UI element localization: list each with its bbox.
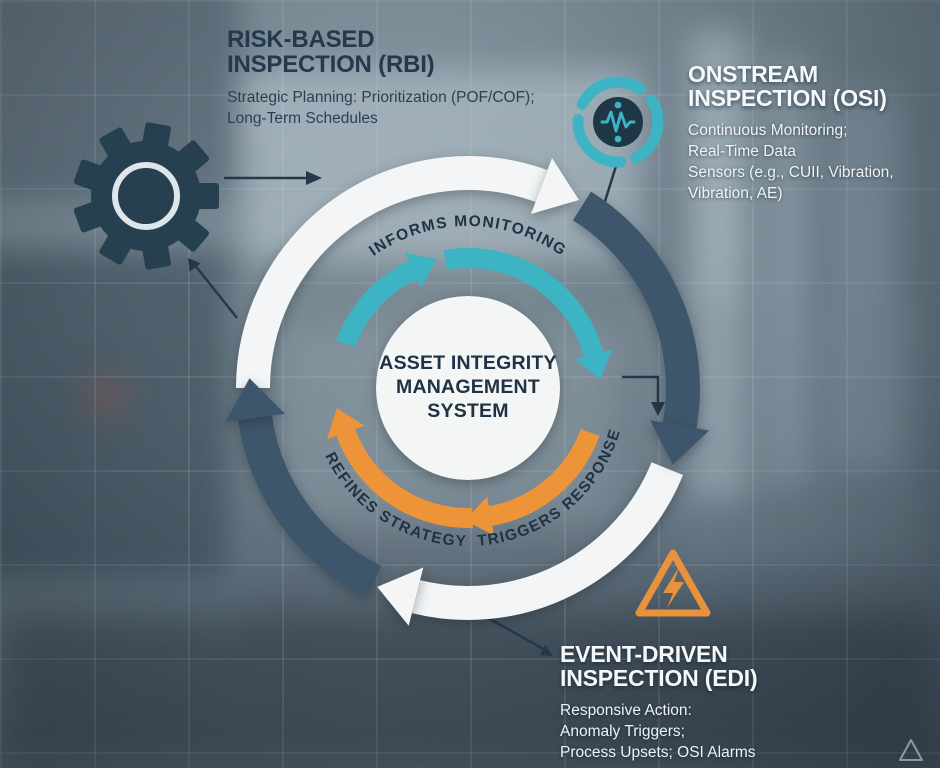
bg-column bbox=[830, 90, 902, 470]
gear-icon bbox=[73, 122, 219, 270]
cycle-arc-white-top bbox=[236, 156, 548, 389]
cycle-arrowhead-white-top bbox=[531, 158, 579, 214]
rbi-desc-line: Long-Term Schedules bbox=[227, 109, 378, 127]
cycle-arc-dark-right bbox=[572, 191, 700, 429]
orange-arrow-arc-2 bbox=[336, 428, 473, 528]
orange-arrowhead-2 bbox=[327, 408, 365, 440]
center-title-line: MANAGEMENT bbox=[396, 375, 540, 398]
osi-title-line: INSPECTION (OSI) bbox=[688, 85, 887, 112]
cycle-arrowhead-dark-right bbox=[650, 420, 710, 465]
osi-desc-line: Sensors (e.g., CUII, Vibration, bbox=[688, 163, 894, 181]
edi-desc-line: Responsive Action: bbox=[560, 701, 692, 719]
edi-node: EVENT-DRIVEN INSPECTION (EDI) Responsive… bbox=[560, 642, 880, 764]
edi-desc-line: Process Upsets; OSI Alarms bbox=[560, 743, 756, 761]
rbi-title: RISK-BASED INSPECTION (RBI) bbox=[227, 27, 587, 78]
outer-cycle-arrowheads bbox=[225, 158, 710, 626]
rbi-title-line: RISK-BASED bbox=[227, 26, 375, 53]
rbi-desc-line: Strategic Planning: Prioritization (POF/… bbox=[227, 88, 535, 106]
teal-arrowhead-1 bbox=[405, 253, 437, 288]
arrowhead-icon bbox=[188, 258, 201, 272]
warning-triangle-icon bbox=[635, 549, 711, 617]
cycle-arrowhead-white-bottom bbox=[377, 567, 424, 626]
center-title-line: ASSET INTEGRITY bbox=[379, 352, 557, 374]
edi-description: Responsive Action: Anomaly Triggers; Pro… bbox=[560, 701, 880, 764]
sensor-icon bbox=[572, 76, 664, 168]
teal-arrow-arc-1 bbox=[336, 261, 418, 348]
bg-column bbox=[690, 30, 748, 500]
inner-arrowheads bbox=[327, 253, 612, 536]
edi-title-line: EVENT-DRIVEN bbox=[560, 641, 728, 667]
center-title-line: SYSTEM bbox=[427, 399, 509, 422]
osi-desc-line: Vibration, AE) bbox=[688, 184, 783, 202]
arrowhead-icon bbox=[651, 402, 665, 416]
osi-description: Continuous Monitoring; Real-Time Data Se… bbox=[688, 121, 928, 205]
osi-title: ONSTREAM INSPECTION (OSI) bbox=[688, 62, 928, 111]
center-title: ASSET INTEGRITY MANAGEMENT SYSTEM bbox=[366, 352, 570, 423]
teal-arrow-arc-2 bbox=[443, 248, 604, 358]
rbi-node: RISK-BASED INSPECTION (RBI) Strategic Pl… bbox=[227, 27, 587, 130]
orange-arrow-arc-1 bbox=[488, 428, 600, 526]
edi-title: EVENT-DRIVEN INSPECTION (EDI) bbox=[560, 642, 880, 691]
connector-cycle-to-gear bbox=[193, 263, 238, 319]
bg-darkzone bbox=[0, 250, 230, 580]
osi-desc-line: Real-Time Data bbox=[688, 142, 796, 160]
osi-node: ONSTREAM INSPECTION (OSI) Continuous Mon… bbox=[688, 62, 928, 204]
outer-cycle-ring bbox=[236, 156, 700, 620]
teal-arrowhead-2 bbox=[575, 349, 612, 380]
connector-cycle-to-edi bbox=[622, 375, 660, 404]
osi-title-line: ONSTREAM bbox=[688, 61, 819, 87]
center-circle bbox=[376, 296, 560, 480]
cycle-arc-dark-left bbox=[238, 415, 382, 597]
cycle-arrowhead-dark-left bbox=[225, 378, 285, 423]
orange-arrowhead-1 bbox=[465, 496, 495, 536]
rbi-description: Strategic Planning: Prioritization (POF/… bbox=[227, 88, 587, 130]
connector-arrowheads bbox=[188, 171, 665, 656]
edi-title-line: INSPECTION (EDI) bbox=[560, 665, 758, 692]
arrowhead-icon bbox=[306, 171, 322, 185]
edi-desc-line: Anomaly Triggers; bbox=[560, 722, 685, 740]
bg-column bbox=[765, 55, 811, 485]
osi-desc-line: Continuous Monitoring; bbox=[688, 121, 848, 139]
cycle-arc-white-bottom bbox=[411, 462, 684, 620]
arrowhead-icon bbox=[539, 644, 553, 656]
bg-red-accent bbox=[85, 375, 127, 417]
inner-arrows bbox=[336, 248, 604, 528]
logo-watermark bbox=[899, 739, 923, 761]
rbi-title-line: INSPECTION (RBI) bbox=[227, 51, 435, 79]
bg-floor bbox=[0, 610, 940, 768]
